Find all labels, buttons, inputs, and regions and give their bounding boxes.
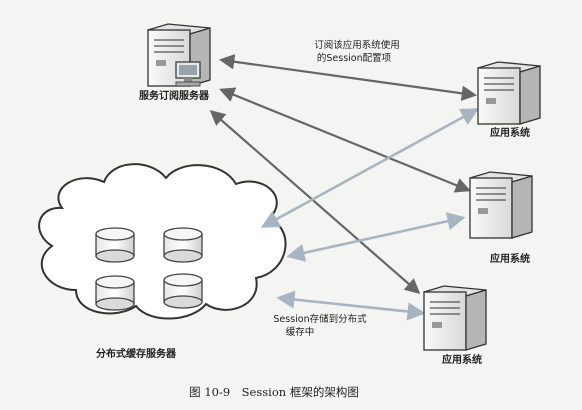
cache-database-icon <box>95 227 135 263</box>
subscribe-config-label-line1: 订阅该应用系统使用 <box>314 39 400 51</box>
distributed-cache-label: 分布式缓存服务器 <box>96 347 177 360</box>
arrow-subscription-to-app-1 <box>218 54 478 101</box>
server-tower-icon <box>477 61 541 125</box>
app-system-1-label: 应用系统 <box>490 126 530 139</box>
arrow-cache-to-app-2 <box>286 212 466 262</box>
session-store-label-line1: Session存储到分布式 <box>273 313 367 325</box>
app-system-3-label: 应用系统 <box>442 353 482 366</box>
monitor-icon <box>175 61 201 87</box>
cache-database-icon <box>95 275 135 311</box>
app-system-2: 应用系统 <box>469 171 533 265</box>
app-system-1: 应用系统 <box>477 61 541 139</box>
subscription-server: 服务订阅服务器 <box>139 23 211 102</box>
subscribe-config-label-line2: 的Session配置项 <box>317 52 392 64</box>
session-store-label-line2: 缓存中 <box>286 326 315 338</box>
arrow-cache-to-app-3 <box>276 290 426 321</box>
cache-database-icon <box>163 273 203 309</box>
arrows <box>209 54 480 321</box>
cloud-shape <box>38 163 287 320</box>
cache-database-icon <box>163 227 203 263</box>
server-tower-icon <box>423 285 487 351</box>
figure-caption: 图 10-9 Session 框架的架构图 <box>189 385 359 399</box>
arrow-subscription-to-app-2 <box>219 87 471 193</box>
distributed-cache-cloud <box>38 163 287 320</box>
app-system-2-label: 应用系统 <box>490 252 530 265</box>
app-system-3: 应用系统 <box>423 285 487 366</box>
arrow-cache-to-app-1 <box>260 108 480 228</box>
server-tower-icon <box>469 171 533 239</box>
subscription-server-label: 服务订阅服务器 <box>139 89 210 102</box>
